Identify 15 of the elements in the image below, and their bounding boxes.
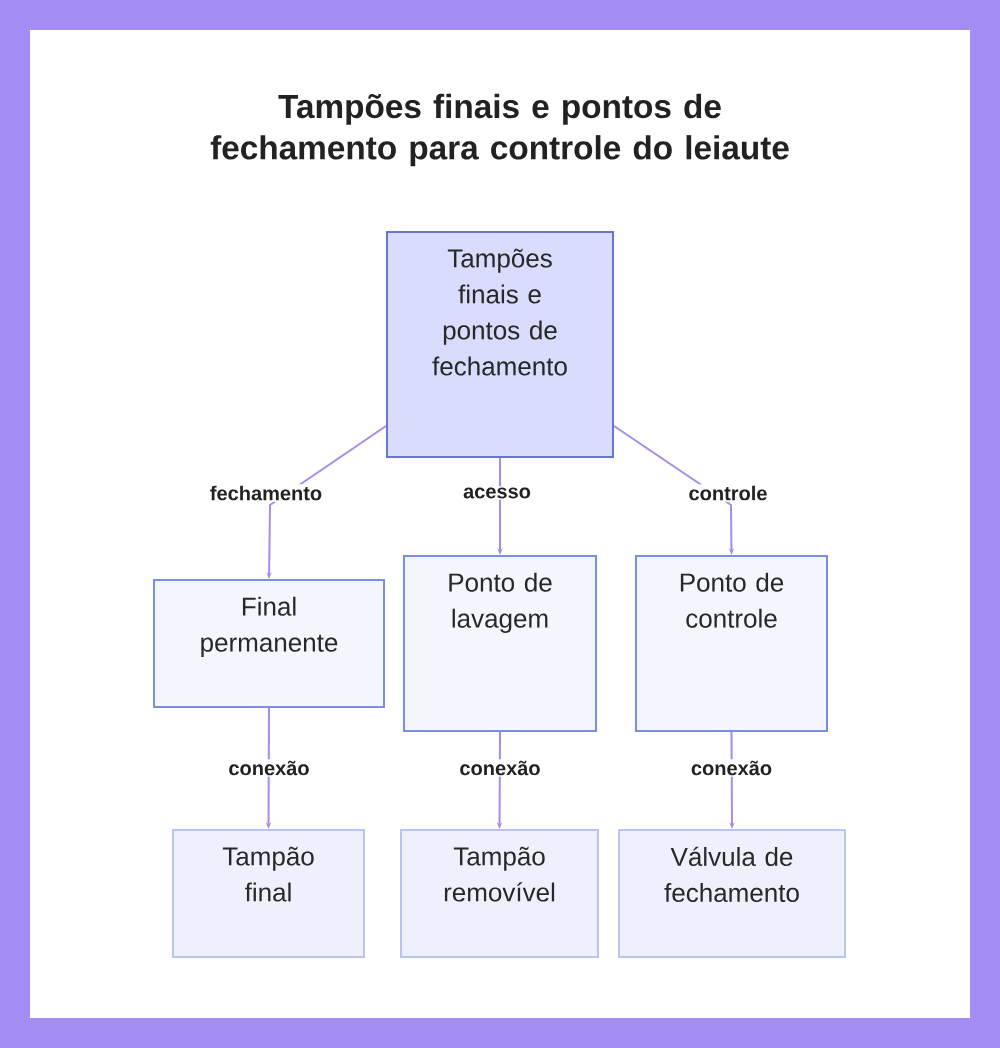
- process-box: Tampão removível: [400, 829, 599, 958]
- edge-label: controle: [687, 484, 769, 502]
- process-box: Ponto de controle: [635, 555, 828, 732]
- edge-label: conexão: [227, 759, 311, 777]
- edge-label: conexão: [458, 759, 542, 777]
- edge-label: acesso: [461, 486, 533, 500]
- edge-label: fechamento: [208, 484, 324, 502]
- process-box: Final permanente: [153, 579, 385, 708]
- process-box: Válvula de fechamento: [618, 829, 846, 958]
- edge-label: conexão: [689, 759, 774, 777]
- title: Tampões finais e pontos de fechamento para controle do leiaute: [210, 93, 789, 167]
- process-box: Tampão final: [172, 829, 365, 958]
- arrow: [613, 425, 735, 555]
- process-box: Tampões finais e pontos de fechamento: [386, 231, 614, 458]
- process-box: Ponto de lavagem: [403, 555, 597, 732]
